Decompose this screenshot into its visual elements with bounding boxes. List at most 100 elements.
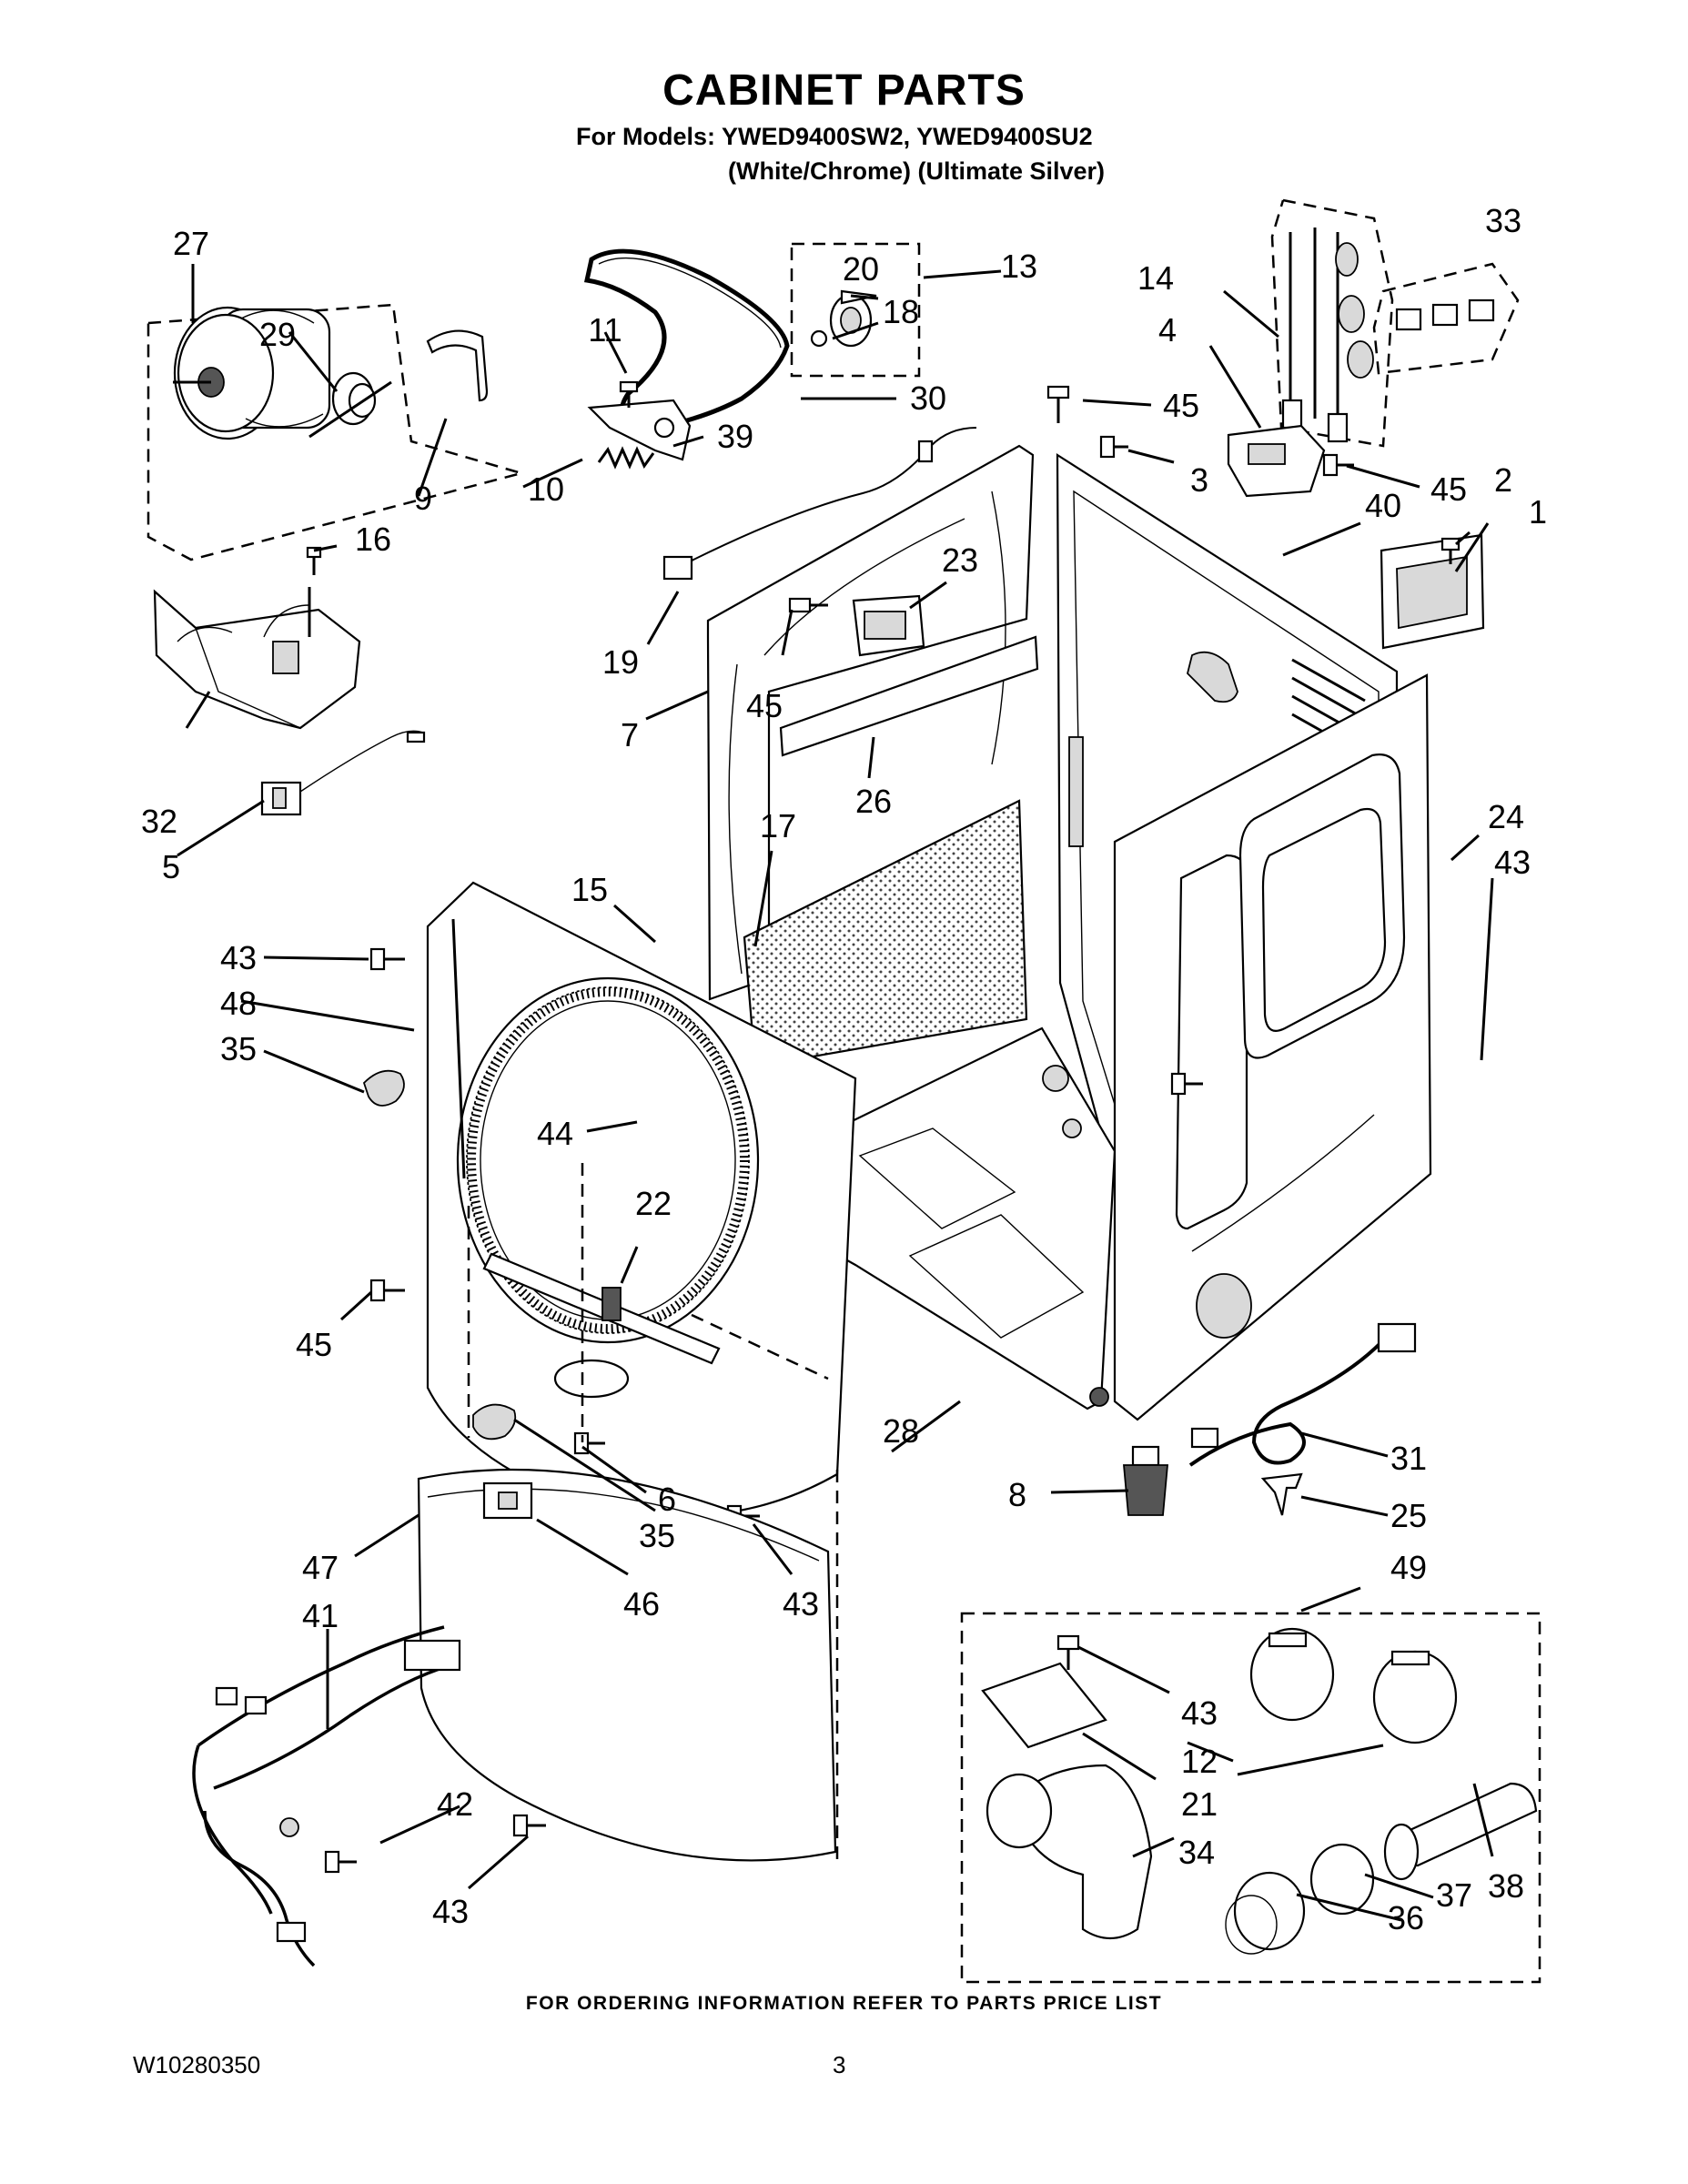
toe-panel-bracket [482, 1481, 533, 1520]
callout-44: 44 [537, 1115, 573, 1152]
door-switch [1227, 424, 1326, 498]
vent-kit-group [960, 1612, 1541, 1984]
callout-6: 6 [658, 1481, 676, 1518]
callout-38: 38 [1488, 1867, 1524, 1905]
front-panel-screw-left [369, 1279, 405, 1302]
power-cord [1188, 1322, 1417, 1467]
callout-39: 39 [717, 418, 753, 455]
drum-light-bracket [482, 1252, 721, 1399]
callout-45-mid: 45 [746, 687, 783, 724]
terminal-block-group [1372, 262, 1520, 375]
door-hinge-clip-lower [472, 1403, 517, 1441]
cabinet-top-screw [1046, 385, 1070, 423]
door-hinge-clip-upper [362, 1069, 405, 1107]
callout-40: 40 [1365, 487, 1401, 524]
callout-12: 12 [1181, 1743, 1218, 1780]
toe-panel [417, 1468, 837, 1862]
access-cover-screw [1440, 537, 1461, 564]
callout-19: 19 [602, 643, 639, 681]
callout-leader-lines [177, 264, 1494, 1922]
callout-30: 30 [910, 379, 946, 417]
callout-43-right: 43 [1494, 844, 1531, 881]
callout-45-top: 45 [1163, 387, 1199, 424]
callout-25: 25 [1390, 1497, 1427, 1534]
callout-45-right: 45 [1430, 470, 1467, 508]
callout-4: 4 [1158, 311, 1177, 349]
page-number: 3 [833, 2051, 846, 2078]
thermal-cutoff-switch [260, 730, 426, 816]
callout-11: 11 [588, 311, 622, 349]
callout-22: 22 [635, 1185, 672, 1222]
idler-bracket [587, 399, 692, 461]
front-panel-screw-top [369, 947, 405, 971]
control-screw [788, 597, 828, 613]
idler-screw [619, 380, 639, 408]
motor-mount-bracket [153, 587, 361, 730]
vent-kit-screw [1056, 1634, 1080, 1670]
callout-5: 5 [162, 848, 180, 885]
callout-41: 41 [302, 1597, 339, 1634]
callout-49: 49 [1390, 1549, 1427, 1586]
motor-screw [306, 546, 322, 575]
callout-42: 42 [437, 1785, 473, 1823]
callout-16: 16 [355, 521, 391, 558]
page-title: CABINET PARTS [662, 66, 1026, 115]
callout-9: 9 [414, 480, 432, 517]
leveling-foot [1123, 1445, 1168, 1516]
cord-strain-relief [1260, 1472, 1303, 1516]
cabinet-base [835, 1026, 1117, 1410]
vent-clamp-small [1309, 1843, 1375, 1916]
callout-48: 48 [220, 985, 257, 1022]
callout-18: 18 [883, 293, 919, 330]
harness-bracket-screw [512, 1814, 546, 1837]
callout-43-toe: 43 [783, 1585, 819, 1623]
callout-7: 7 [621, 716, 639, 753]
callout-37: 37 [1436, 1876, 1472, 1914]
callout-3: 3 [1190, 461, 1208, 499]
electronic-control [852, 594, 925, 657]
callout-23: 23 [942, 541, 978, 579]
callout-46: 46 [623, 1585, 660, 1623]
vent-duct-section [1383, 1782, 1538, 1881]
callout-43-bottom: 43 [432, 1893, 469, 1930]
callout-35-lower: 35 [639, 1517, 675, 1554]
cabinet-right-side-panel [1113, 673, 1432, 1421]
drive-motor-group [147, 303, 526, 561]
front-panel [426, 881, 857, 1517]
switch-screw [1322, 453, 1354, 477]
wire-harness-group [1270, 198, 1394, 448]
callout-14: 14 [1137, 259, 1174, 297]
callout-32: 32 [141, 803, 177, 840]
callout-34: 34 [1178, 1834, 1215, 1871]
panel-screw [1099, 435, 1128, 459]
callout-17: 17 [760, 807, 796, 844]
drive-belt [583, 248, 790, 433]
callout-28: 28 [883, 1412, 919, 1450]
ordering-note: FOR ORDERING INFORMATION REFER TO PARTS … [525, 1993, 1163, 2014]
sensor-wire [662, 427, 977, 581]
callout-43-left: 43 [220, 939, 257, 976]
callout-31: 31 [1390, 1440, 1427, 1477]
idler-pulley-group [790, 242, 921, 378]
callout-15: 15 [571, 871, 608, 908]
callout-20: 20 [843, 250, 879, 288]
harness-screw [324, 1850, 357, 1874]
callout-47: 47 [302, 1549, 339, 1586]
idler-spring [597, 446, 655, 470]
lint-filter-screen [743, 799, 1028, 1068]
electronic-control-bracket [779, 635, 1039, 757]
callout-27: 27 [173, 225, 209, 262]
vent-cap-left [1249, 1627, 1335, 1722]
main-wire-harness [192, 1625, 461, 1967]
callout-1: 1 [1529, 493, 1547, 531]
wire-connectors [1335, 242, 1374, 379]
document-number: W10280350 [133, 2051, 261, 2078]
callout-2: 2 [1494, 461, 1512, 499]
motor-pulley [308, 371, 392, 439]
callout-33: 33 [1485, 202, 1521, 239]
vent-cover-plate [981, 1662, 1107, 1749]
vent-elbow [986, 1764, 1153, 1939]
colors-line: (White/Chrome) (Ultimate Silver) [728, 157, 1106, 185]
callout-45-left: 45 [296, 1326, 332, 1363]
